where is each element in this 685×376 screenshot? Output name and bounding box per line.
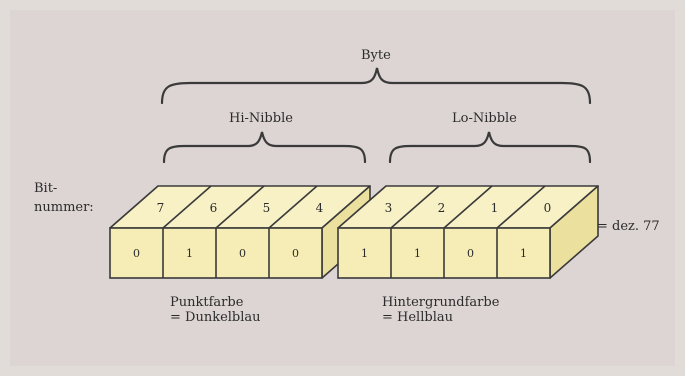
hi-nibble-brace [162,131,367,164]
bit-number: 4 [316,201,324,215]
bit-top-divider [268,185,318,229]
lo-nibble-caption: Hintergrundfarbe = Hellblau [382,295,499,325]
bit-number: 3 [385,201,393,215]
bit-value: 0 [467,247,474,260]
bit-value: 0 [239,247,246,260]
bit-value: 1 [361,247,368,260]
lo-nibble-caption-line1: Hintergrundfarbe [382,295,500,310]
byte-label: Byte [361,48,391,63]
bit-number-label-line2: nummer: [34,200,94,215]
bit-value: 0 [292,247,299,260]
bit-top-divider [443,185,493,229]
bit-value: 1 [414,247,421,260]
lo-nibble-caption-line2: = Hellblau [382,310,453,325]
bit-number: 2 [438,201,446,215]
bit-top-divider [496,185,546,229]
bit-number: 7 [157,201,165,215]
hi-nibble-label: Hi-Nibble [229,111,293,126]
bit-top-divider [390,185,440,229]
hi-nibble-caption-line1: Punktfarbe [170,295,244,310]
bit-top-divider [215,185,265,229]
lo-nibble-brace [388,131,592,164]
bit-value: 1 [186,247,193,260]
byte-brace [160,67,592,105]
bit-number-label: Bit- nummer: [34,179,94,217]
decimal-result: = dez. 77 [597,219,660,234]
bit-number: 5 [263,201,271,215]
hi-nibble-caption-line2: = Dunkelblau [170,310,261,325]
bit-value: 1 [520,247,527,260]
bit-top-divider [162,185,212,229]
bit-number: 1 [491,201,499,215]
bit-boxes: 0 7 1 6 0 5 0 4 1 3 1 2 0 1 1 0 [109,185,599,279]
hi-nibble-caption: Punktfarbe = Dunkelblau [170,295,261,325]
bit-number: 6 [210,201,218,215]
lo-nibble-label: Lo-Nibble [452,111,517,126]
bit-number: 0 [544,201,552,215]
bit-number-label-line1: Bit- [34,181,58,196]
bit-value: 0 [133,247,140,260]
